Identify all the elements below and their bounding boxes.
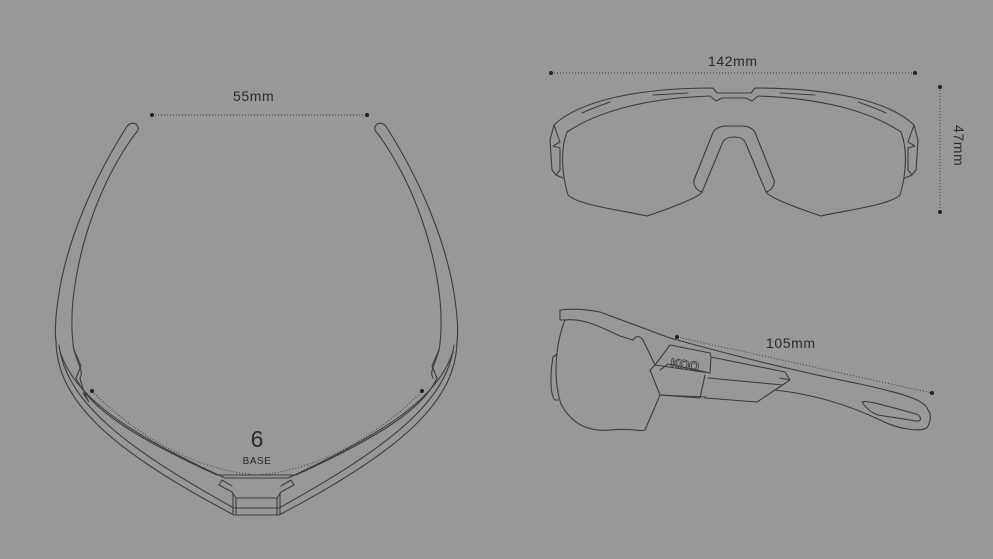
base-curve-label: BASE (242, 456, 272, 467)
front-view-drawing (549, 71, 942, 217)
frame-height-label: 47mm (951, 125, 967, 167)
top-view-drawing (54, 113, 459, 516)
base-curve-number: 6 (250, 426, 264, 452)
koo-logo: KOO (670, 355, 700, 374)
temple-length-label: 105mm (766, 335, 816, 351)
frame-width-label: 142mm (708, 53, 758, 69)
side-view-drawing: KOO (550, 308, 934, 432)
temple-width-label: 55mm (233, 88, 275, 104)
